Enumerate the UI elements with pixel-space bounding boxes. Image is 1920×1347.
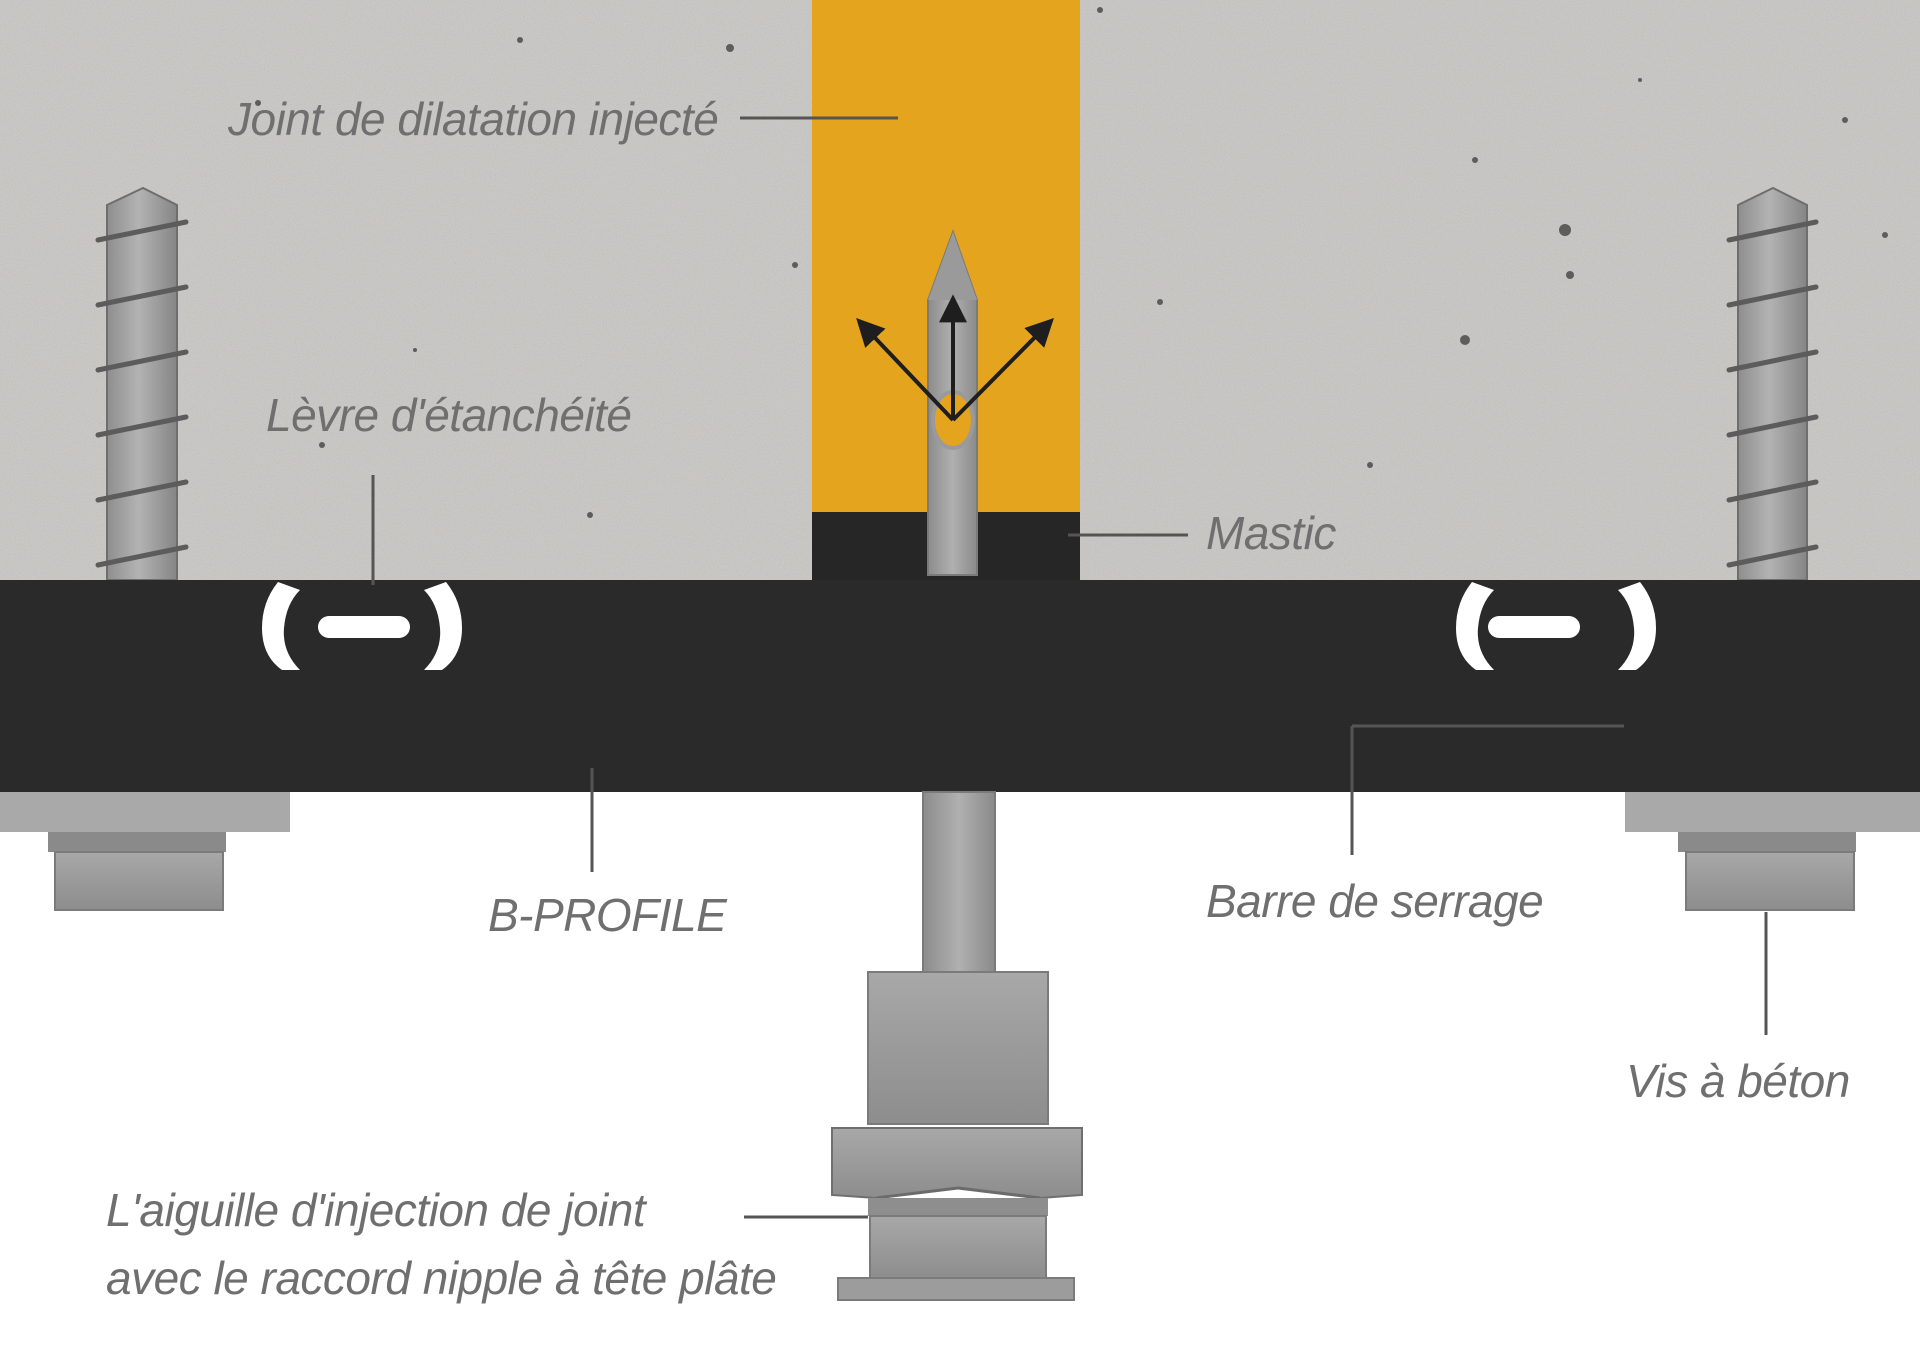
nut-left bbox=[48, 832, 226, 911]
clamping-bar-left bbox=[0, 792, 290, 832]
leader-lines bbox=[371, 116, 1768, 1219]
label-injection-needle-line2: avec le raccord nipple à tête plâte bbox=[106, 1252, 777, 1304]
nut-right bbox=[1678, 832, 1856, 911]
label-mastic: Mastic bbox=[1206, 507, 1336, 559]
label-injection-needle-line1: L'aiguille d'injection de joint bbox=[106, 1184, 646, 1236]
sealing-lip-left bbox=[262, 582, 462, 670]
injection-needle-fitting bbox=[831, 791, 1083, 1301]
label-injection-needle: L'aiguille d'injection de joint avec le … bbox=[106, 1176, 777, 1312]
injection-flow-arrows bbox=[856, 294, 1054, 422]
label-b-profile: B-PROFILE bbox=[488, 889, 727, 941]
label-sealing-lip: Lèvre d'étanchéité bbox=[266, 389, 632, 441]
label-concrete-screw: Vis à béton bbox=[1626, 1055, 1850, 1107]
clamping-bar-right bbox=[1625, 792, 1920, 832]
label-clamping-bar: Barre de serrage bbox=[1206, 875, 1544, 927]
sealing-lip-right bbox=[1456, 582, 1656, 670]
b-profile-bar bbox=[0, 580, 1920, 792]
concrete-screw-left bbox=[95, 186, 189, 581]
concrete-screw-right bbox=[1726, 186, 1819, 581]
label-injected-joint: Joint de dilatation injecté bbox=[228, 93, 719, 145]
